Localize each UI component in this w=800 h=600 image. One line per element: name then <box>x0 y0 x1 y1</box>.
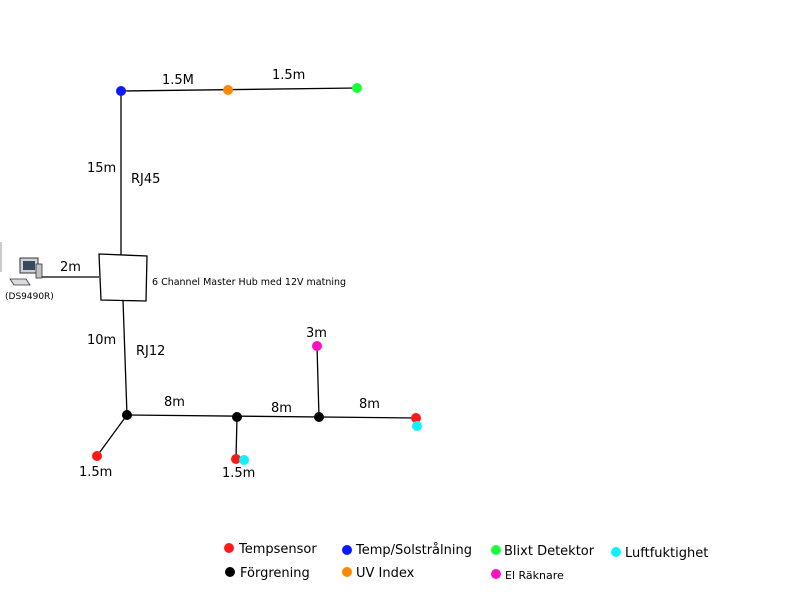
legend-el: El Räknare <box>505 569 564 582</box>
node-blixt <box>352 83 362 93</box>
label-rj45: RJ45 <box>131 172 160 187</box>
legend-dot-temp-sol <box>342 545 352 555</box>
wire-branch-down <box>235 416 238 460</box>
label-8m-1: 8m <box>164 395 185 410</box>
wire-bottom <box>126 414 417 419</box>
legend-dot-uv <box>342 567 352 577</box>
node-forgrening-1 <box>122 410 132 420</box>
label-1-5m-left: 1.5m <box>79 465 112 480</box>
label-2m: 2m <box>60 260 81 275</box>
node-temp-sol <box>116 86 126 96</box>
node-forgrening-2 <box>232 412 242 422</box>
wire-branch-left <box>96 414 128 457</box>
label-8m-2: 8m <box>271 401 292 416</box>
node-tempsensor-end <box>411 413 421 423</box>
legend-tempsensor: Tempsensor <box>238 542 317 557</box>
wires <box>42 87 417 460</box>
node-forgrening-3 <box>314 412 324 422</box>
label-8m-3: 8m <box>359 397 380 412</box>
legend-luft: Luftfuktighet <box>625 546 708 561</box>
node-uv-index <box>223 85 233 95</box>
node-el-raknare <box>312 341 322 351</box>
label-1-5m-down: 1.5m <box>222 466 255 481</box>
label-top-seg2: 1.5m <box>272 68 305 83</box>
label-ds9490r: (DS9490R) <box>5 292 54 302</box>
node-luft-end <box>412 421 422 431</box>
legend-dot-el <box>491 569 501 579</box>
wire-top <box>120 87 358 92</box>
legend-temp-sol: Temp/Solstrålning <box>355 543 472 558</box>
legend-blixt: Blixt Detektor <box>504 544 595 559</box>
node-tempsensor-left <box>92 451 102 461</box>
label-top-seg1: 1.5M <box>162 73 194 88</box>
node-luft-mid <box>239 455 249 465</box>
node-tempsensor-mid <box>231 454 241 464</box>
legend-dot-luft <box>611 547 621 557</box>
master-hub <box>98 253 148 302</box>
computer-icon <box>9 257 43 286</box>
label-rj12: RJ12 <box>136 344 165 359</box>
legend-dot-tempsensor <box>224 543 234 553</box>
wire-branch-up <box>316 345 320 418</box>
label-15m: 15m <box>87 161 116 176</box>
legend-uv: UV Index <box>356 566 415 581</box>
label-hub: 6 Channel Master Hub med 12V matning <box>152 277 346 288</box>
label-10m: 10m <box>87 333 116 348</box>
legend-dot-blixt <box>491 545 501 555</box>
label-3m: 3m <box>306 326 327 341</box>
legend: Tempsensor Förgrening Temp/Solstrålning … <box>224 542 708 582</box>
legend-dot-forgrening <box>225 567 235 577</box>
legend-forgrening: Förgrening <box>240 566 310 581</box>
wire-rj12 <box>122 299 128 416</box>
